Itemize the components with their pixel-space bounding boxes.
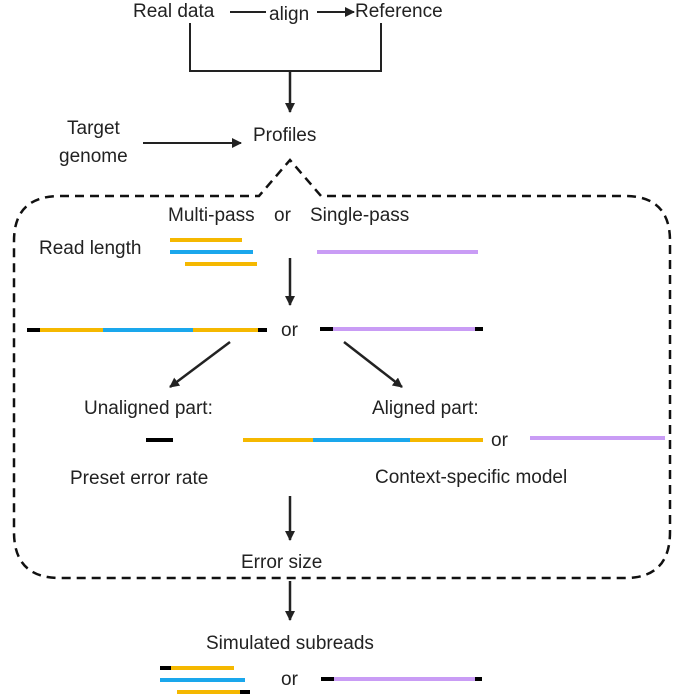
or-label-mid: or xyxy=(281,320,299,341)
real-data-label: Real data xyxy=(133,1,215,22)
read-length-label: Read length xyxy=(39,238,141,259)
or-label-aligned: or xyxy=(491,430,509,451)
or-label-top: or xyxy=(274,205,292,226)
reference-label: Reference xyxy=(355,1,443,22)
aligned-part-label: Aligned part: xyxy=(372,398,479,419)
unaligned-part-label: Unaligned part: xyxy=(84,398,213,419)
profiles-label: Profiles xyxy=(253,125,316,146)
context-specific-model-label: Context-specific model xyxy=(375,467,567,488)
preset-error-rate-label: Preset error rate xyxy=(70,468,208,489)
or-label-bottom: or xyxy=(281,669,299,690)
simulated-subreads-label: Simulated subreads xyxy=(206,633,374,654)
arrow-to-aligned xyxy=(343,341,403,388)
arrow-to-unaligned xyxy=(169,341,231,388)
single-pass-label: Single-pass xyxy=(310,205,409,226)
align-label: align xyxy=(269,4,309,25)
target-genome-label-line2: genome xyxy=(59,146,128,167)
model-dashed-container xyxy=(12,158,672,580)
multi-pass-label: Multi-pass xyxy=(168,205,255,226)
merge-bracket xyxy=(189,23,382,72)
error-size-label: Error size xyxy=(241,552,322,573)
target-genome-label-line1: Target xyxy=(67,118,121,139)
